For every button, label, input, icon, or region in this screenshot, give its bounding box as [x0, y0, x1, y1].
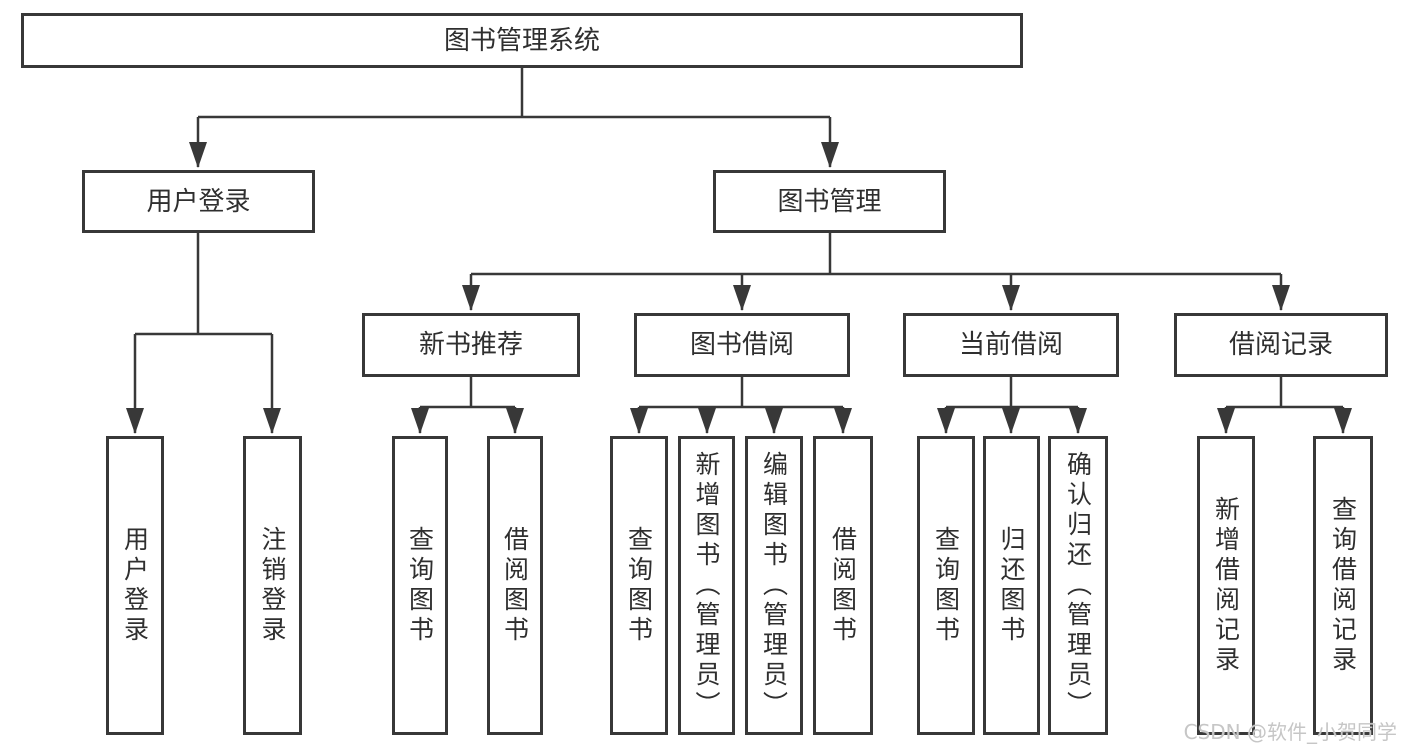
node-leaf-borrow-add: 新增图书（管理员） [678, 436, 735, 735]
node-leaf-borrow-borrow: 借阅图书 [813, 436, 873, 735]
node-new-book-rec: 新书推荐 [362, 313, 580, 377]
node-leaf-newbook-query: 查询图书 [392, 436, 448, 735]
node-current-borrow: 当前借阅 [903, 313, 1119, 377]
edge-root-to-level2 [189, 68, 839, 168]
node-leaf-record-add: 新增借阅记录 [1197, 436, 1255, 735]
node-leaf-user-login: 用户登录 [106, 436, 164, 735]
node-leaf-newbook-borrow: 借阅图书 [487, 436, 543, 735]
csdn-watermark: CSDN @软件_小贺同学 [1183, 720, 1397, 744]
edge-new-book-rec-to-leaves [411, 377, 524, 434]
edge-borrow-records-to-leaves [1217, 377, 1352, 434]
edge-book-borrow-to-leaves [630, 377, 852, 434]
node-user-login: 用户登录 [82, 170, 315, 233]
edge-book-mgmt-to-level3 [462, 233, 1290, 311]
node-book-mgmt: 图书管理 [713, 170, 946, 233]
edge-current-borrow-to-leaves [937, 377, 1087, 434]
node-book-borrow: 图书借阅 [634, 313, 850, 377]
node-borrow-records: 借阅记录 [1174, 313, 1388, 377]
node-leaf-borrow-edit: 编辑图书（管理员） [745, 436, 803, 735]
node-leaf-logout: 注销登录 [243, 436, 302, 735]
node-leaf-current-query: 查询图书 [917, 436, 975, 735]
node-root: 图书管理系统 [21, 13, 1023, 68]
node-leaf-record-query: 查询借阅记录 [1313, 436, 1373, 735]
node-leaf-current-confirm: 确认归还（管理员） [1048, 436, 1108, 735]
edge-user-login-to-leaves [126, 233, 281, 434]
node-leaf-borrow-query: 查询图书 [610, 436, 668, 735]
node-leaf-current-return: 归还图书 [983, 436, 1040, 735]
